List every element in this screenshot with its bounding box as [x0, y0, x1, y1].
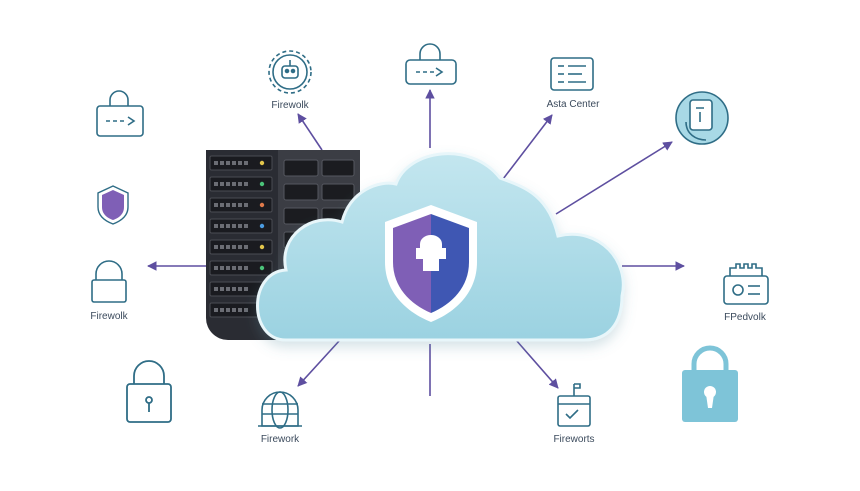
rack-port: [238, 203, 242, 207]
rack-port: [226, 308, 230, 312]
rack-port: [214, 182, 218, 186]
rack-led: [259, 181, 265, 187]
label-bottom-right: Fireworts: [553, 434, 595, 445]
rack-port: [238, 161, 242, 165]
large-padlock-icon: [126, 360, 172, 423]
rack-port: [220, 287, 224, 291]
rack-port: [232, 266, 236, 270]
rack-port: [214, 203, 218, 207]
arrow-top-left: [297, 113, 323, 151]
rack-port: [244, 245, 248, 249]
rack-port: [238, 266, 242, 270]
document-list-icon: [550, 57, 594, 91]
rack-port: [232, 182, 236, 186]
mailbox-icon: [557, 383, 591, 427]
gear-robot-icon: [268, 50, 312, 94]
filled-padlock-icon: [682, 345, 738, 422]
label-bottom-left: Firework: [260, 434, 300, 445]
arrow-bottom-right: [515, 339, 559, 389]
rack-port: [238, 224, 242, 228]
rack-port: [232, 203, 236, 207]
rack-port: [244, 224, 248, 228]
id-card-icon: [723, 263, 769, 305]
label-mid-right: FPedvolk: [724, 312, 766, 323]
rack-port: [226, 182, 230, 186]
rack-port: [220, 161, 224, 165]
hand-key-icon: [675, 91, 729, 145]
rack-led: [259, 160, 265, 166]
rack-port: [220, 182, 224, 186]
rack-port: [232, 287, 236, 291]
rack-port: [244, 161, 248, 165]
arrow-bottom-left: [297, 339, 341, 387]
rack-led: [259, 202, 265, 208]
rack-port: [220, 308, 224, 312]
rack-port: [244, 203, 248, 207]
globe-icon: [258, 391, 302, 429]
padlock-icon: [96, 90, 144, 137]
rack-port: [226, 266, 230, 270]
rack-led: [259, 223, 265, 229]
label-mid-left: Firewolk: [90, 311, 128, 322]
rack-port: [238, 308, 242, 312]
rack-port: [244, 287, 248, 291]
rack-port: [214, 287, 218, 291]
label-top-left: Firewolk: [271, 100, 309, 111]
small-shield-icon: [97, 185, 129, 225]
rack-port: [220, 203, 224, 207]
rack-port: [238, 182, 242, 186]
rack-port: [232, 161, 236, 165]
rack-port: [226, 161, 230, 165]
rack-port: [220, 266, 224, 270]
rack-led: [259, 244, 265, 250]
arrow-far-right: [555, 141, 673, 215]
label-top-right: Asta Center: [546, 99, 600, 110]
arrow-top-right: [499, 114, 553, 184]
rack-port: [220, 224, 224, 228]
rack-port: [238, 287, 242, 291]
rack-port: [214, 308, 218, 312]
rack-port: [244, 182, 248, 186]
rack-port: [226, 224, 230, 228]
rack-port: [238, 245, 242, 249]
lock-card-icon: [405, 43, 457, 85]
rack-port: [244, 266, 248, 270]
rack-port: [214, 266, 218, 270]
rack-port: [232, 245, 236, 249]
rack-port: [226, 245, 230, 249]
rack-port: [244, 308, 248, 312]
rack-port: [232, 308, 236, 312]
rack-port: [214, 245, 218, 249]
rack-port: [226, 203, 230, 207]
rack-port: [226, 287, 230, 291]
rack-port: [214, 224, 218, 228]
padlock-outline-icon: [91, 260, 127, 303]
shield-lock-icon: [385, 205, 477, 322]
rack-port: [220, 245, 224, 249]
rack-port: [214, 161, 218, 165]
rack-led: [259, 265, 265, 271]
connector-arrows: [147, 89, 685, 396]
rack-port: [232, 224, 236, 228]
